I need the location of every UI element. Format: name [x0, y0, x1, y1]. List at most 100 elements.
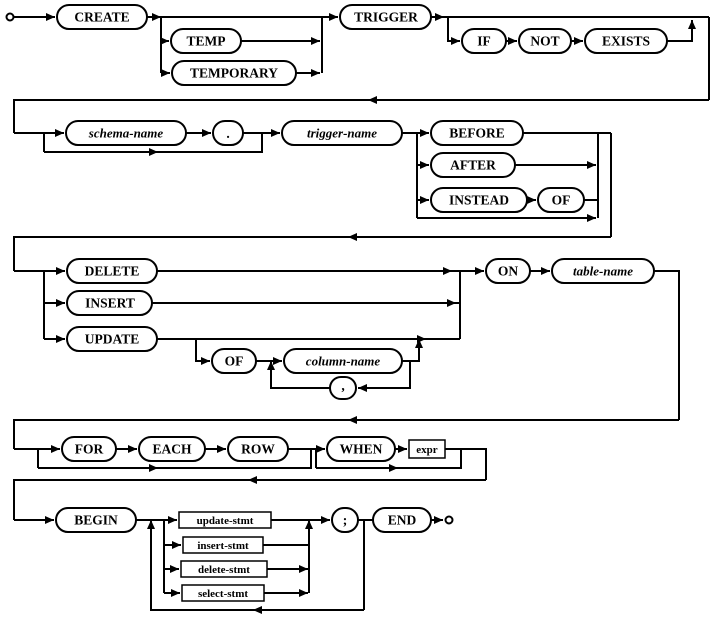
node-insert-label: INSERT — [85, 296, 135, 311]
node-semicolon: ; — [331, 507, 359, 533]
node-instead-shape — [430, 187, 528, 213]
node-before-shape — [430, 120, 524, 146]
node-comma-shape — [329, 376, 357, 400]
node-temp-shape — [170, 28, 242, 54]
node-column-name: column-name — [283, 348, 403, 374]
node-trigger-shape — [339, 4, 432, 30]
node-create-label: CREATE — [74, 10, 129, 25]
node-not-label: NOT — [530, 34, 559, 49]
node-begin: BEGIN — [55, 507, 137, 533]
node-row: ROW — [227, 436, 289, 462]
node-temporary-label: TEMPORARY — [190, 66, 278, 81]
node-update-stmt-label: update-stmt — [197, 515, 254, 527]
node-semicolon-shape — [331, 507, 359, 533]
node-update-label: UPDATE — [85, 332, 140, 347]
node-instead: INSTEAD — [430, 187, 528, 213]
node-on-label: ON — [498, 264, 519, 279]
node-each-label: EACH — [152, 442, 192, 457]
node-schema-name-shape — [65, 120, 187, 146]
start-terminal-icon — [5, 12, 15, 22]
node-update-stmt[interactable]: update-stmt — [178, 511, 272, 529]
node-begin-label: BEGIN — [74, 513, 118, 528]
node-exists-shape — [584, 28, 668, 54]
node-create: CREATE — [56, 4, 148, 30]
node-semicolon-label: ; — [343, 513, 348, 528]
node-dot-shape — [212, 120, 244, 146]
node-end: END — [372, 507, 432, 533]
node-when: WHEN — [326, 436, 396, 462]
node-delete: DELETE — [66, 258, 158, 284]
node-if: IF — [461, 28, 507, 54]
node-of-instead: OF — [537, 187, 585, 213]
node-column-name-label: column-name — [306, 354, 381, 369]
node-on-shape — [485, 258, 531, 284]
node-not-shape — [518, 28, 572, 54]
node-temp: TEMP — [170, 28, 242, 54]
node-before: BEFORE — [430, 120, 524, 146]
node-expr-shape — [408, 439, 446, 459]
node-for: FOR — [61, 436, 117, 462]
node-when-label: WHEN — [340, 442, 383, 457]
node-temporary: TEMPORARY — [171, 60, 297, 86]
node-of-instead-label: OF — [552, 193, 571, 208]
node-row-shape — [227, 436, 289, 462]
node-expr-label: expr — [416, 444, 438, 456]
node-temp-label: TEMP — [187, 34, 226, 49]
node-update-stmt-shape — [178, 511, 272, 529]
node-schema-name: schema-name — [65, 120, 187, 146]
node-when-shape — [326, 436, 396, 462]
node-instead-label: INSTEAD — [449, 193, 509, 208]
node-after-label: AFTER — [450, 158, 496, 173]
node-trigger: TRIGGER — [339, 4, 432, 30]
node-row-label: ROW — [241, 442, 275, 457]
node-select-stmt[interactable]: select-stmt — [181, 584, 265, 602]
node-table-name: table-name — [551, 258, 655, 284]
node-after-shape — [430, 152, 516, 178]
node-end-shape — [372, 507, 432, 533]
node-select-stmt-shape — [181, 584, 265, 602]
node-delete-stmt[interactable]: delete-stmt — [180, 560, 268, 578]
node-after: AFTER — [430, 152, 516, 178]
node-insert-shape — [66, 290, 153, 316]
node-if-label: IF — [477, 34, 491, 49]
node-insert-stmt-shape — [182, 536, 264, 554]
node-each-shape — [138, 436, 206, 462]
node-select-stmt-label: select-stmt — [198, 588, 248, 600]
node-end-label: END — [388, 513, 417, 528]
node-table-name-label: table-name — [573, 264, 633, 279]
node-dot-label: . — [226, 126, 229, 141]
node-delete-stmt-label: delete-stmt — [198, 564, 250, 576]
node-dot: . — [212, 120, 244, 146]
node-before-label: BEFORE — [449, 126, 505, 141]
end-terminal-icon — [444, 515, 454, 525]
node-exists-label: EXISTS — [602, 34, 650, 49]
node-trigger-label: TRIGGER — [354, 10, 418, 25]
node-column-name-shape — [283, 348, 403, 374]
node-of-update: OF — [211, 348, 257, 374]
node-of-update-label: OF — [225, 354, 244, 369]
node-each: EACH — [138, 436, 206, 462]
node-not: NOT — [518, 28, 572, 54]
node-begin-shape — [55, 507, 137, 533]
node-update: UPDATE — [66, 326, 158, 352]
node-if-shape — [461, 28, 507, 54]
node-exists: EXISTS — [584, 28, 668, 54]
node-of-instead-shape — [537, 187, 585, 213]
node-insert-stmt[interactable]: insert-stmt — [182, 536, 264, 554]
node-comma-label: , — [341, 378, 344, 393]
node-delete-stmt-shape — [180, 560, 268, 578]
node-comma: , — [329, 376, 357, 400]
node-schema-name-label: schema-name — [88, 126, 164, 141]
node-delete-label: DELETE — [85, 264, 140, 279]
node-table-name-shape — [551, 258, 655, 284]
node-trigger-name: trigger-name — [281, 120, 403, 146]
node-expr[interactable]: expr — [408, 439, 446, 459]
node-trigger-name-label: trigger-name — [307, 126, 377, 141]
node-on: ON — [485, 258, 531, 284]
node-of-update-shape — [211, 348, 257, 374]
node-for-label: FOR — [75, 442, 104, 457]
node-create-shape — [56, 4, 148, 30]
node-temporary-shape — [171, 60, 297, 86]
connector-lines — [13, 13, 710, 614]
